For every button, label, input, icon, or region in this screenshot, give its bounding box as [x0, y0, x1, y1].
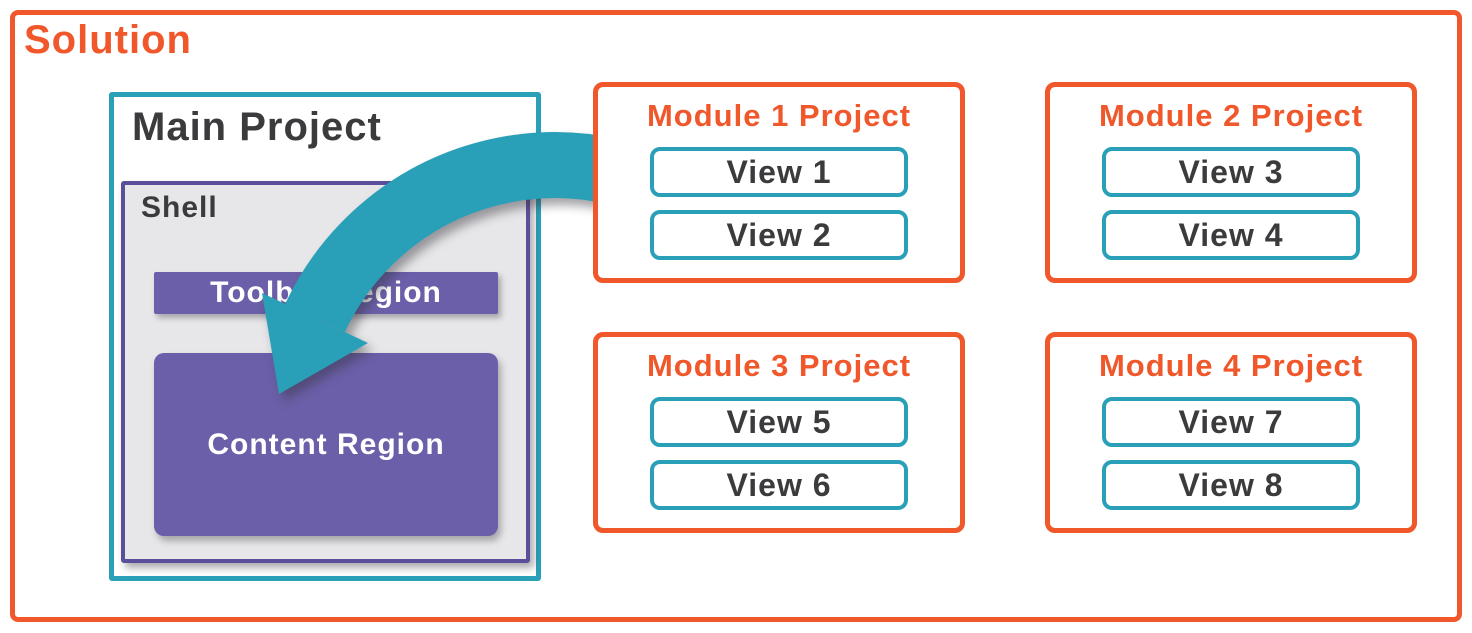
view-8-box: View 8 [1102, 460, 1360, 510]
module-3-project-box: Module 3 Project View 5 View 6 [593, 332, 965, 533]
toolbar-region-box: Toolbar Region [154, 272, 498, 314]
main-project-box: Main Project Shell Toolbar Region Conten… [109, 92, 541, 581]
module-3-title: Module 3 Project [646, 348, 912, 383]
module-1-title: Module 1 Project [646, 98, 912, 133]
solution-title: Solution [24, 18, 192, 62]
view-3-box: View 3 [1102, 147, 1360, 197]
main-project-title: Main Project [132, 105, 382, 149]
view-5-box: View 5 [650, 397, 908, 447]
view-4-box: View 4 [1102, 210, 1360, 260]
view-2-box: View 2 [650, 210, 908, 260]
shell-title: Shell [141, 191, 218, 224]
module-4-project-box: Module 4 Project View 7 View 8 [1045, 332, 1417, 533]
view-6-box: View 6 [650, 460, 908, 510]
module-4-title: Module 4 Project [1098, 348, 1364, 383]
module-2-project-box: Module 2 Project View 3 View 4 [1045, 82, 1417, 283]
view-1-box: View 1 [650, 147, 908, 197]
content-region-box: Content Region [154, 353, 498, 536]
shell-box: Shell Toolbar Region Content Region [121, 181, 530, 563]
module-2-title: Module 2 Project [1098, 98, 1364, 133]
module-1-project-box: Module 1 Project View 1 View 2 [593, 82, 965, 283]
view-7-box: View 7 [1102, 397, 1360, 447]
